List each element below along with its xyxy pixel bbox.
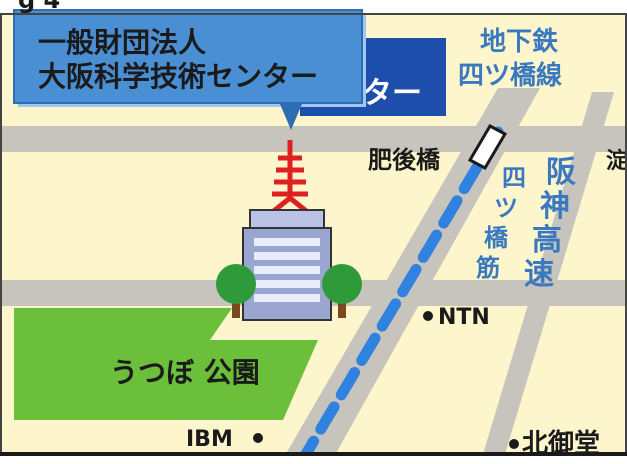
ntn-label: NTN	[438, 305, 490, 330]
tree-left-icon	[216, 264, 256, 318]
building-sign-text: ター	[362, 76, 422, 111]
callout-pointer	[280, 104, 302, 130]
callout-line1: 一般財団法人	[38, 26, 206, 59]
park-label: うつぼ 公園	[110, 356, 260, 389]
hanshin-char-2: 神	[540, 189, 570, 224]
ibm-dot	[253, 433, 263, 443]
kitamido-dot	[509, 439, 519, 449]
yodo-label-cut: 淀	[606, 148, 627, 174]
subway-label-line2: 四ツ橋線	[458, 60, 562, 91]
top-cut-text: g 4	[18, 0, 60, 14]
hanshin-char-1: 阪	[546, 155, 576, 190]
callout-box	[13, 9, 363, 104]
utsubo-park-area	[14, 308, 318, 420]
road-higobashi	[0, 126, 627, 152]
osaka-science-center-building-icon	[242, 209, 332, 321]
ntn-dot	[423, 311, 433, 321]
subway-label-line1: 地下鉄	[480, 26, 558, 57]
hanshin-char-4: 速	[524, 257, 554, 292]
hanshin-char-3: 高	[532, 223, 562, 258]
yotsubashi-suji-char-2: ツ	[494, 194, 518, 222]
yotsubashi-suji-char-4: 筋	[475, 254, 500, 282]
yotsubashi-suji-char-1: 四	[502, 164, 526, 192]
ibm-label: IBM	[186, 427, 233, 452]
subway-line	[294, 126, 504, 464]
radio-tower-icon	[268, 140, 312, 216]
callout-line2: 大阪科学技術センター	[38, 60, 318, 93]
higobashi-station-marker	[467, 123, 508, 171]
tree-right-icon	[322, 264, 362, 318]
bottom-white-strip	[0, 456, 627, 464]
higobashi-label: 肥後橋	[368, 146, 441, 174]
road-hanshin-expressway	[480, 92, 614, 464]
yotsubashi-suji-char-3: 橋	[484, 224, 509, 252]
